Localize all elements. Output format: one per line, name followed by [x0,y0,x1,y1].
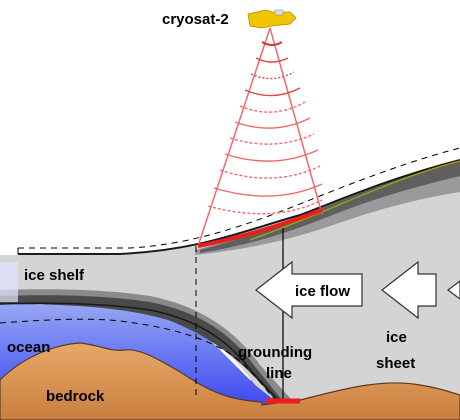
ocean-label: ocean [7,339,50,356]
ice-base-line [0,302,279,401]
radar-footprint [197,208,323,248]
ice-base-layer-dark [0,295,282,400]
ice-sheet-label-1: ice [386,329,407,346]
bedrock-label: bedrock [46,388,105,405]
flow-arrow-icon-2 [381,260,437,320]
ice-surface-layer-dark [200,160,460,253]
ice-body [0,160,460,420]
ice-shelf-label: ice shelf [24,267,85,284]
radar-beam-cone [197,27,323,247]
dashed-base-outline [0,318,276,401]
ice-surface-line [18,159,460,255]
ice-flow-label: ice flow [295,283,350,300]
ice-sheet-label-2: sheet [376,355,415,372]
ocean-surface [0,262,18,302]
ice-surface-accent [249,160,460,241]
dashed-surface-outline [17,147,460,254]
flow-arrow-icon-3 [447,280,460,300]
satellite-label: cryosat-2 [162,11,229,28]
bedrock-body [0,342,460,420]
flow-arrow-icon [255,260,363,320]
grounding-line-label-2: line [266,365,292,382]
radar-wavefronts [207,41,323,215]
grounding-line-label-1: grounding [238,344,312,361]
cryosat-satellite-icon [247,9,297,29]
